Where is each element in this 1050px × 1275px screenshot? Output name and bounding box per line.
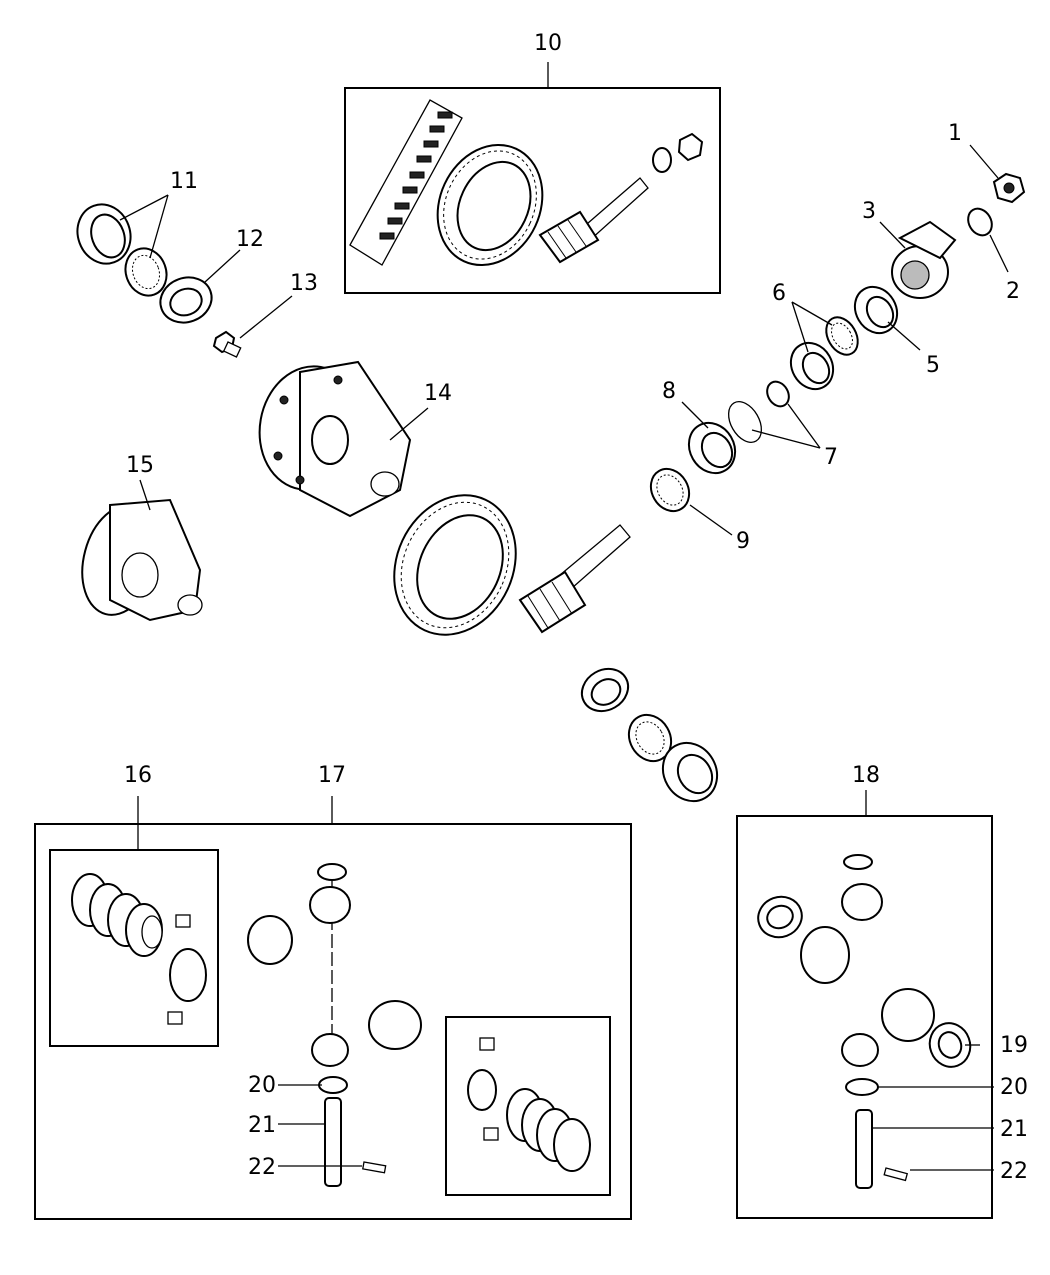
kit-box-16 bbox=[49, 849, 219, 1047]
callout-20a: 20 bbox=[248, 1073, 276, 1098]
pinion-mate-18-left bbox=[800, 926, 850, 984]
callout-8: 8 bbox=[662, 379, 676, 404]
callout-15: 15 bbox=[126, 453, 154, 478]
pinion-mate-18-right bbox=[881, 988, 935, 1042]
bearing-cone-6 bbox=[825, 316, 859, 356]
callout-20b: 20 bbox=[1000, 1075, 1028, 1100]
callout-1: 1 bbox=[948, 121, 962, 146]
pinion-washer bbox=[967, 207, 993, 237]
kit-box-17 bbox=[34, 796, 632, 1220]
thrust-washer-upper bbox=[317, 863, 347, 881]
bearing-cup-5 bbox=[853, 285, 899, 335]
pinion-shaft-21b bbox=[855, 1109, 873, 1189]
side-bearing-cone-11 bbox=[124, 247, 168, 297]
side-bearing-cup-11 bbox=[76, 203, 132, 265]
pinion-mate-gear-right bbox=[368, 1000, 422, 1050]
callout-13: 13 bbox=[290, 271, 318, 296]
callout-18: 18 bbox=[852, 763, 880, 788]
roll-pin-22a bbox=[362, 1161, 387, 1174]
side-gear-upper bbox=[309, 886, 351, 924]
callout-numbers: 1 2 3 5 6 7 8 9 10 11 12 13 14 15 16 17 … bbox=[124, 31, 1028, 1184]
clutch-plate-pack bbox=[71, 873, 207, 1025]
callout-10: 10 bbox=[534, 31, 562, 56]
ring-gear-kit bbox=[436, 143, 544, 267]
callout-11: 11 bbox=[170, 169, 198, 194]
callout-12: 12 bbox=[236, 227, 264, 252]
roll-pin-22b bbox=[883, 1167, 909, 1182]
bearing-cup-6 bbox=[789, 341, 835, 391]
clutch-kit-box bbox=[445, 1016, 611, 1196]
callout-7: 7 bbox=[824, 445, 838, 470]
callout-3: 3 bbox=[862, 199, 876, 224]
differential-case-15 bbox=[81, 498, 203, 622]
thrust-washer-20a bbox=[318, 1076, 348, 1094]
shim-7 bbox=[727, 401, 763, 443]
bearing-cup-8 bbox=[687, 421, 737, 475]
kit-box-10 bbox=[344, 62, 721, 294]
callout-14: 14 bbox=[424, 381, 452, 406]
differential-case-14 bbox=[258, 360, 412, 518]
callout-22b: 22 bbox=[1000, 1159, 1028, 1184]
callout-6: 6 bbox=[772, 281, 786, 306]
callout-5: 5 bbox=[926, 353, 940, 378]
ring-gear-bolt-set bbox=[349, 99, 463, 266]
callout-16: 16 bbox=[124, 763, 152, 788]
callout-9: 9 bbox=[736, 529, 750, 554]
side-gear-18-lower bbox=[841, 1033, 879, 1067]
pinion-bearing-cup-lower bbox=[661, 741, 719, 803]
ring-gear-bolt-13 bbox=[212, 330, 242, 358]
kit-washer bbox=[652, 147, 672, 173]
kit-box-18 bbox=[736, 790, 993, 1219]
callout-17: 17 bbox=[318, 763, 346, 788]
clutch-plate-pack-2 bbox=[467, 1037, 591, 1172]
thrust-washer-20b bbox=[845, 1078, 879, 1096]
pinion-shaft-21a bbox=[324, 1097, 342, 1187]
side-gear-lower bbox=[311, 1033, 349, 1067]
callout-19: 19 bbox=[1000, 1033, 1028, 1058]
callout-21b: 21 bbox=[1000, 1117, 1028, 1142]
pinion-gear-kit bbox=[538, 177, 649, 264]
leader-lines bbox=[119, 144, 1009, 1171]
pinion-yoke bbox=[891, 220, 957, 299]
collapsible-spacer bbox=[766, 380, 790, 408]
side-gear-18-upper bbox=[841, 883, 883, 921]
callout-22a: 22 bbox=[248, 1155, 276, 1180]
callout-21a: 21 bbox=[248, 1113, 276, 1138]
callout-2: 2 bbox=[1006, 279, 1020, 304]
pinion-bearing-cone-lower bbox=[627, 713, 673, 763]
pinion-mate-gear-left bbox=[247, 915, 293, 965]
ring-gear bbox=[393, 494, 517, 636]
pinion-nut bbox=[992, 172, 1026, 204]
bearing-cone-9 bbox=[649, 467, 691, 513]
kit-nut bbox=[677, 132, 704, 162]
drive-pinion bbox=[518, 524, 631, 634]
